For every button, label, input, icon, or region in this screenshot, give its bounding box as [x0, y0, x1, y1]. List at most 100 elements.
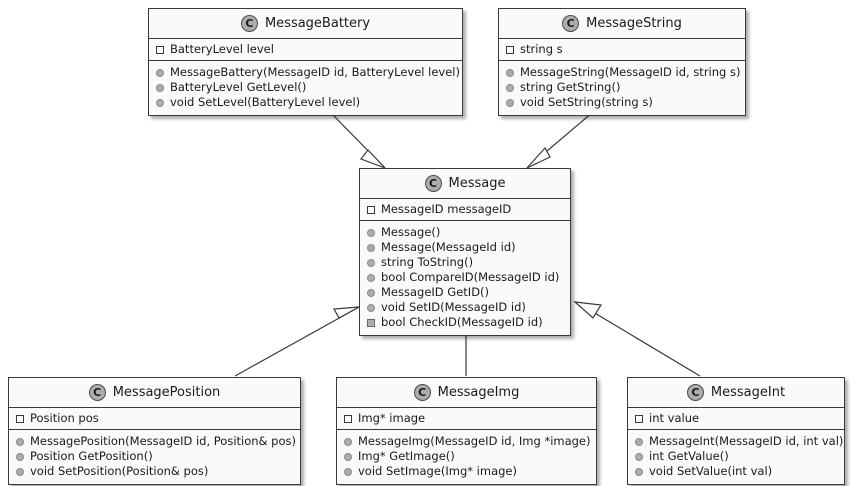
public-method-marker-icon	[344, 452, 352, 461]
class-box-messageimg[interactable]: C MessageImg Img* image MessageImg(Messa…	[336, 377, 597, 485]
class-methods-messagebattery: MessageBattery(MessageID id, BatteryLeve…	[149, 61, 462, 115]
class-name-label: MessageString	[586, 16, 682, 31]
method-row: MessageID GetID()	[360, 285, 570, 300]
field-label: BatteryLevel level	[170, 42, 274, 56]
private-field-marker-icon	[506, 45, 514, 54]
private-field-marker-icon	[156, 45, 164, 54]
method-row: bool CheckID(MessageID id)	[360, 315, 570, 330]
class-box-messageint[interactable]: C MessageInt int value MessageInt(Messag…	[627, 377, 845, 485]
field-row: MessageID messageID	[360, 202, 570, 217]
class-header-message: C Message	[360, 169, 570, 199]
class-fields-messagebattery: BatteryLevel level	[149, 39, 462, 61]
public-method-marker-icon	[16, 467, 24, 476]
method-label: Position GetPosition()	[30, 449, 153, 463]
method-row: MessageImg(MessageID id, Img *image)	[337, 434, 596, 449]
method-label: void SetLevel(BatteryLevel level)	[170, 95, 361, 109]
method-row: MessagePosition(MessageID id, Position& …	[9, 434, 300, 449]
class-name-label: MessageBattery	[264, 16, 371, 31]
protected-method-marker-icon	[367, 318, 375, 327]
public-method-marker-icon	[344, 437, 352, 446]
public-method-marker-icon	[506, 68, 514, 77]
class-c-icon: C	[413, 384, 431, 401]
public-method-marker-icon	[16, 437, 24, 446]
method-label: BatteryLevel GetLevel()	[170, 80, 307, 94]
method-row: Message(MessageId id)	[360, 240, 570, 255]
public-method-marker-icon	[635, 437, 643, 446]
field-label: MessageID messageID	[381, 202, 512, 216]
field-label: Position pos	[30, 411, 99, 425]
class-c-icon: C	[88, 384, 106, 401]
edge-messagestring-to-message	[526, 111, 594, 169]
method-row: void SetLevel(BatteryLevel level)	[149, 95, 462, 110]
class-fields-messageint: int value	[628, 408, 844, 430]
private-field-marker-icon	[367, 205, 375, 214]
field-label: int value	[649, 411, 700, 425]
class-fields-messageimg: Img* image	[337, 408, 596, 430]
edge-messageposition-to-message	[234, 306, 360, 377]
public-method-marker-icon	[367, 273, 375, 282]
class-name-label: Message	[448, 176, 506, 191]
method-label: MessageImg(MessageID id, Img *image)	[358, 434, 591, 448]
method-label: void SetPosition(Position& pos)	[30, 464, 209, 478]
private-field-marker-icon	[344, 414, 352, 423]
method-label: MessageBattery(MessageID id, BatteryLeve…	[170, 65, 460, 79]
method-label: MessageString(MessageID id, string s)	[520, 65, 741, 79]
field-label: Img* image	[358, 411, 426, 425]
class-box-messageposition[interactable]: C MessagePosition Position pos MessagePo…	[8, 377, 301, 485]
class-c-icon: C	[424, 175, 442, 192]
method-row: MessageInt(MessageID id, int val)	[628, 434, 844, 449]
public-method-marker-icon	[156, 98, 164, 107]
private-field-marker-icon	[635, 414, 643, 423]
class-box-messagebattery[interactable]: C MessageBattery BatteryLevel level Mess…	[148, 8, 463, 116]
public-method-marker-icon	[367, 288, 375, 297]
class-header-messagebattery: C MessageBattery	[149, 9, 462, 39]
public-method-marker-icon	[16, 452, 24, 461]
class-box-messagestring[interactable]: C MessageString string s MessageString(M…	[498, 8, 746, 116]
public-method-marker-icon	[367, 303, 375, 312]
method-label: void SetString(string s)	[520, 95, 653, 109]
method-label: bool CheckID(MessageID id)	[381, 315, 543, 329]
method-row: string ToString()	[360, 255, 570, 270]
public-method-marker-icon	[635, 467, 643, 476]
private-field-marker-icon	[16, 414, 24, 423]
method-label: void SetValue(int val)	[649, 464, 773, 478]
method-row: void SetValue(int val)	[628, 464, 844, 479]
method-label: MessagePosition(MessageID id, Position& …	[30, 434, 296, 448]
edge-messagebattery-to-message	[329, 111, 386, 169]
public-method-marker-icon	[367, 243, 375, 252]
method-row: bool CompareID(MessageID id)	[360, 270, 570, 285]
class-box-message[interactable]: C Message MessageID messageID Message() …	[359, 168, 571, 336]
class-header-messagestring: C MessageString	[499, 9, 745, 39]
field-row: Position pos	[9, 411, 300, 426]
public-method-marker-icon	[367, 228, 375, 237]
class-c-icon: C	[240, 15, 258, 32]
method-label: bool CompareID(MessageID id)	[381, 270, 560, 284]
method-row: string GetString()	[499, 80, 745, 95]
method-label: MessageInt(MessageID id, int val)	[649, 434, 844, 448]
method-label: int GetValue()	[649, 449, 729, 463]
class-fields-messageposition: Position pos	[9, 408, 300, 430]
method-label: void SetID(MessageID id)	[381, 300, 526, 314]
class-fields-message: MessageID messageID	[360, 199, 570, 221]
public-method-marker-icon	[635, 452, 643, 461]
class-methods-messageposition: MessagePosition(MessageID id, Position& …	[9, 430, 300, 484]
method-label: Message(MessageId id)	[381, 240, 516, 254]
method-label: void SetImage(Img* image)	[358, 464, 517, 478]
edge-messageint-to-message	[573, 301, 701, 377]
class-name-label: MessageInt	[710, 385, 786, 400]
field-row: int value	[628, 411, 844, 426]
class-c-icon: C	[686, 384, 704, 401]
class-name-label: MessagePosition	[112, 385, 221, 400]
method-label: string GetString()	[520, 80, 621, 94]
public-method-marker-icon	[506, 83, 514, 92]
field-row: string s	[499, 42, 745, 57]
method-row: MessageString(MessageID id, string s)	[499, 65, 745, 80]
class-fields-messagestring: string s	[499, 39, 745, 61]
class-header-messageposition: C MessagePosition	[9, 378, 300, 408]
class-methods-messageimg: MessageImg(MessageID id, Img *image) Img…	[337, 430, 596, 484]
class-methods-messageint: MessageInt(MessageID id, int val) int Ge…	[628, 430, 844, 484]
class-methods-messagestring: MessageString(MessageID id, string s) st…	[499, 61, 745, 115]
method-row: int GetValue()	[628, 449, 844, 464]
method-row: BatteryLevel GetLevel()	[149, 80, 462, 95]
public-method-marker-icon	[156, 68, 164, 77]
